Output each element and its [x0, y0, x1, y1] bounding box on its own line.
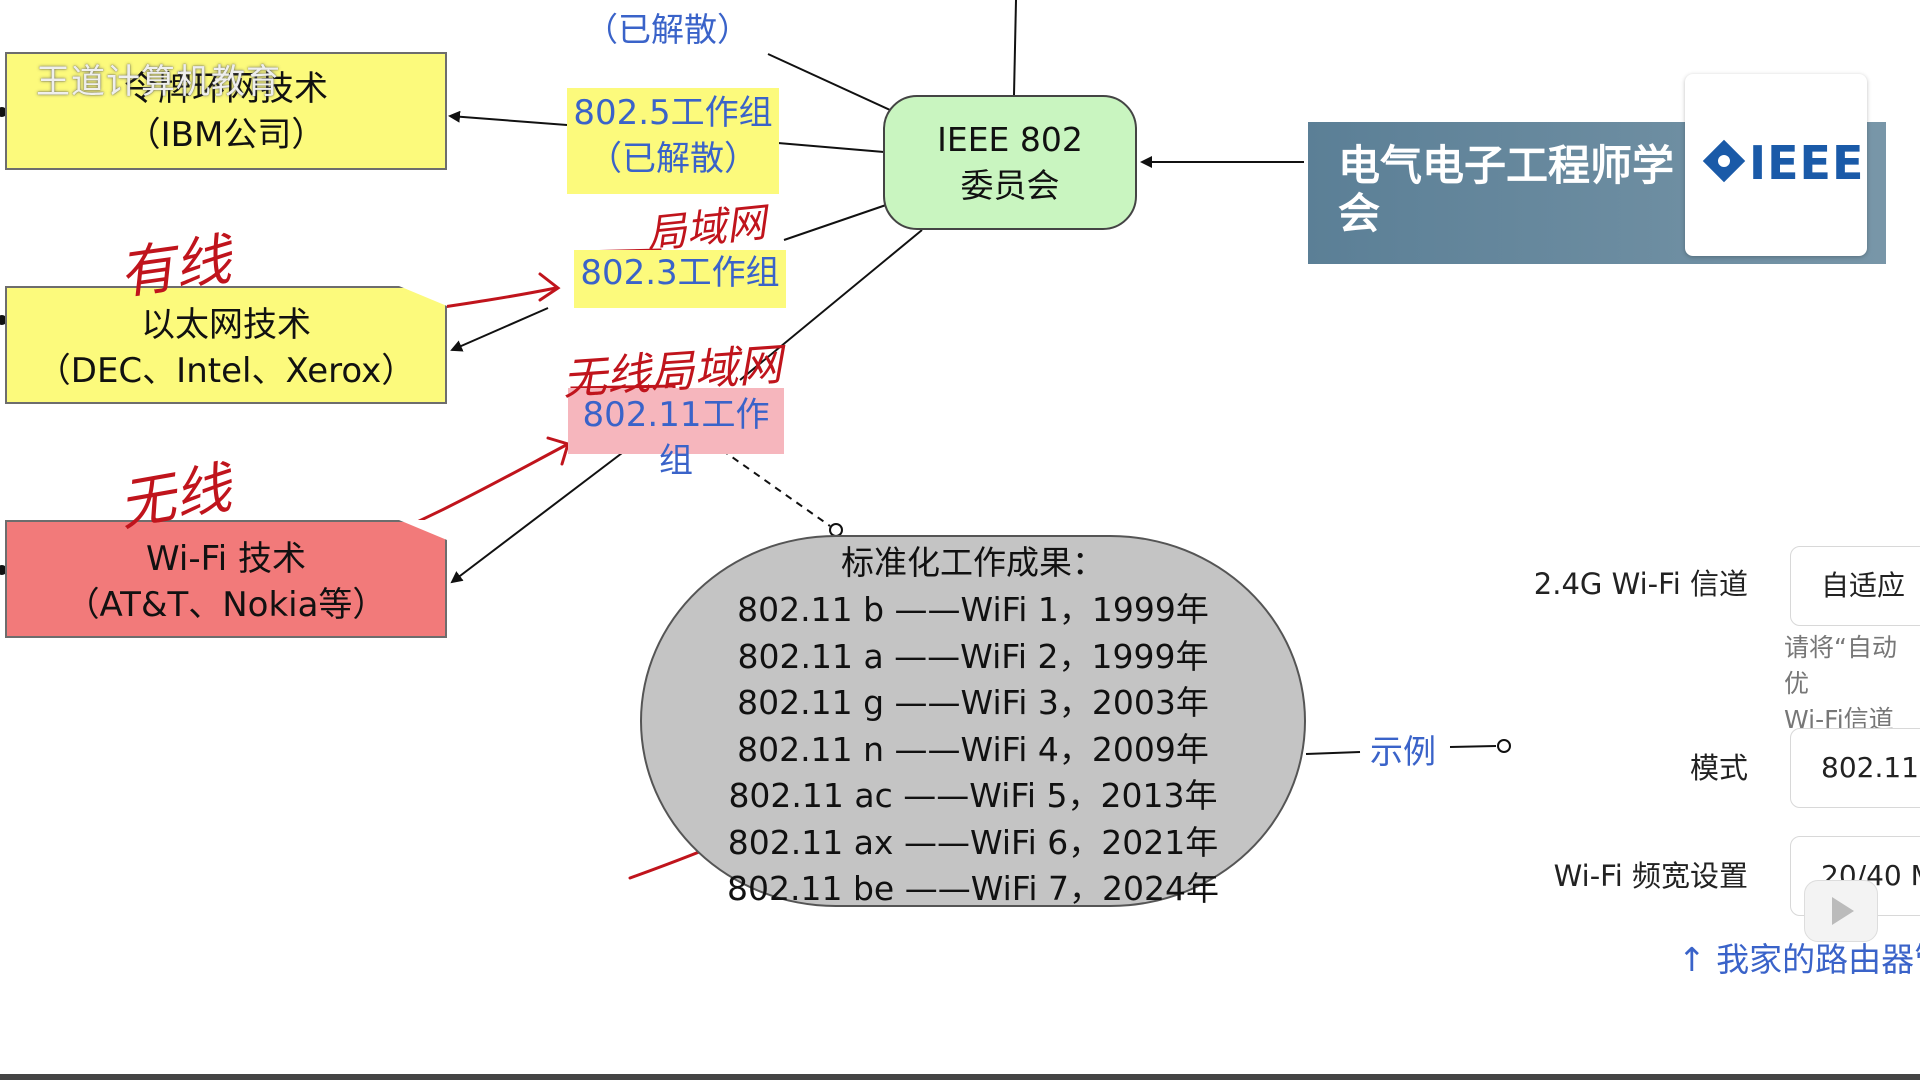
bottom-bar: [0, 1074, 1920, 1080]
ethernet-title: 以太网技术: [141, 305, 311, 345]
committee-suffix: 委员会: [960, 166, 1060, 205]
arrow-802-5-token-ring: [448, 110, 568, 126]
note-fold-corner: [399, 520, 447, 540]
bandwidth-label: Wi-Fi 频宽设置: [1553, 859, 1748, 893]
handwritten-wired: 有线: [114, 227, 235, 308]
ieee-banner-title: 电气电子工程师学会: [1338, 141, 1675, 238]
line-802-3: [783, 204, 887, 241]
wg-802-3-name: 802.3工作组: [580, 253, 780, 293]
wifi-title: Wi-Fi 技术: [146, 539, 306, 579]
ieee-logo-text: IEEE: [1749, 136, 1865, 190]
wg-802-5-name: 802.5工作组: [573, 93, 773, 133]
standardization-results: 标准化工作成果： 802.11 b ——WiFi 1，1999年 802.11 …: [640, 535, 1306, 908]
results-item: 802.11 ac ——WiFi 5，2013年: [728, 776, 1218, 815]
wg-802-5-status: （已解散）: [588, 139, 758, 179]
dashed-link-results: [721, 449, 831, 527]
dissolved-label-top: （已解散）: [585, 10, 750, 49]
example-anchor-dot: [1497, 739, 1511, 753]
line-dissolved-top: [767, 53, 891, 111]
results-item: 802.11 be ——WiFi 7，2024年: [727, 869, 1219, 908]
results-list: 802.11 b ——WiFi 1，1999年 802.11 a ——WiFi …: [642, 587, 1304, 913]
wg-802-11-name: 802.11工作组: [582, 395, 770, 481]
wifi-note: Wi-Fi 技术 （AT&T、Nokia等）: [5, 520, 447, 638]
wg-802-5: 802.5工作组 （已解散）: [567, 88, 779, 194]
note-fold-corner: [399, 286, 447, 306]
results-title: 标准化工作成果：: [841, 543, 1105, 582]
ieee-logo: IEEE: [1685, 74, 1867, 256]
results-item: 802.11 n ——WiFi 4，2009年: [737, 729, 1209, 769]
results-item: 802.11 a ——WiFi 2，1999年: [737, 636, 1209, 676]
wg-802-11: 802.11工作组: [568, 388, 784, 481]
line-committee-top: [1013, 0, 1017, 96]
line-802-5: [777, 142, 885, 153]
token-ring-title: 令牌环网技术: [124, 69, 328, 109]
token-ring-note: 令牌环网技术 （IBM公司）: [5, 52, 447, 170]
results-item: 802.11 b ——WiFi 1，1999年: [737, 590, 1209, 629]
arrow-802-3-ethernet: [450, 307, 549, 352]
channel-hint-line1: 请将“自动优: [1784, 633, 1897, 698]
ieee-802-committee: IEEE 802 委员会: [883, 95, 1137, 230]
router-caption: ↑ 我家的路由器管: [1678, 940, 1920, 979]
mode-select[interactable]: 802.11b: [1790, 728, 1920, 808]
ethernet-note: 以太网技术 （DEC、Intel、Xerox）: [5, 286, 447, 404]
wifi-companies: （AT&T、Nokia等）: [65, 585, 387, 625]
line-results-example: [1305, 751, 1361, 755]
mode-label: 模式: [1689, 751, 1748, 785]
committee-name: IEEE 802: [937, 120, 1083, 159]
results-item: 802.11 g ——WiFi 3，2003年: [737, 683, 1209, 722]
line-802-11: [739, 229, 923, 381]
ieee-diamond-icon: [1702, 139, 1746, 183]
arrow-802-11-wifi: [450, 449, 627, 584]
results-item: 802.11 ax ——WiFi 6，2021年: [727, 822, 1219, 862]
ethernet-companies: （DEC、Intel、Xerox）: [36, 351, 416, 391]
watermark-text: 王道计算机教育: [36, 62, 281, 102]
line-example-dot: [1449, 745, 1497, 748]
channel-select[interactable]: 自适应: [1790, 546, 1920, 626]
wg-802-3: 802.3工作组: [574, 250, 786, 308]
channel-label: 2.4G Wi-Fi 信道: [1533, 567, 1748, 601]
token-ring-company: （IBM公司）: [126, 115, 326, 155]
channel-hint: 请将“自动优 Wi-Fi信道: [1784, 630, 1920, 738]
example-label: 示例: [1370, 732, 1436, 771]
play-icon[interactable]: [1804, 880, 1878, 942]
